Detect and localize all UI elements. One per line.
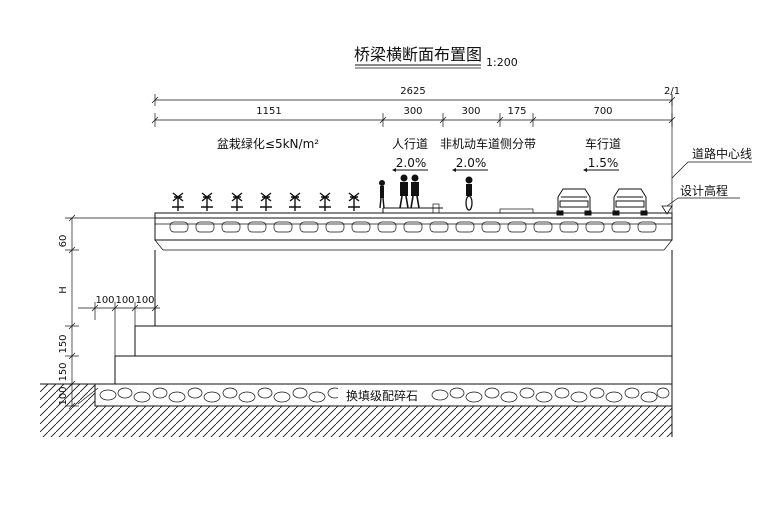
slope-nonmotor: 2.0% [452,156,488,172]
deck-voids [169,221,657,233]
zone-sidewalk-label: 人行道 [392,137,428,151]
drawing-title: 桥梁横断面布置图 [354,45,482,64]
dim-left-step1: 150 [58,334,69,353]
planter-5 [289,192,301,211]
dim-offset-2: 100 [115,295,134,306]
bridge-deck [154,212,673,251]
design-elevation-label: 设计高程 [680,183,728,198]
slope-carriageway-value: 1.5% [588,156,619,170]
slope-carriageway: 1.5% [583,156,619,172]
planter-4 [260,192,272,211]
dim-seg-3: 300 [461,106,480,117]
dim-left: 60 H 150 150 100 [58,214,155,410]
pedestrian-3 [410,174,420,209]
planter-7 [348,192,360,211]
sidewalk-curb [382,203,534,214]
zone-planter-label: 盆栽绿化≤5kN/m² [217,136,319,151]
dim-offset-3: 100 [135,295,154,306]
dim-seg-4: 175 [507,106,526,117]
planter-3 [231,192,243,211]
dim-seg-1: 1151 [256,106,281,117]
centerline-callout: 道路中心线 [671,95,752,215]
dim-offset-1: 100 [95,295,114,306]
cyclist-icon [465,176,473,211]
drawing-scale: 1:200 [486,56,518,69]
dim-offsets: 100 100 100 [78,295,160,356]
zone-median-label: 侧分带 [500,137,536,151]
planter-6 [319,192,331,211]
dim-left-step2: 150 [58,362,69,381]
gravel-bed: 换填级配碎石 [94,383,673,407]
car-icons [556,188,648,216]
slope-nonmotor-value: 2.0% [456,156,487,170]
zone-nonmotor-label: 非机动车道 [440,136,500,151]
car-1 [556,188,592,216]
pedestrian-1 [379,180,385,209]
dim-segments: 1151 300 300 175 700 [151,106,676,127]
design-elevation-callout: 设计高程 [661,183,740,215]
slope-sidewalk: 2.0% [392,156,428,172]
centerline-label: 道路中心线 [692,146,752,161]
car-2 [612,188,648,216]
zone-carriageway-label: 车行道 [585,136,621,151]
dim-left-deck: 60 [58,235,69,248]
dim-seg-2: 300 [403,106,422,117]
gravel-label: 换填级配碎石 [346,388,418,403]
dim-left-base: 100 [58,386,69,405]
dim-half-value: 2/1 [664,86,680,97]
dim-total-value: 2625 [400,86,425,97]
pedestrian-icons [379,174,420,209]
dim-seg-5: 700 [593,106,612,117]
slope-sidewalk-value: 2.0% [396,156,427,170]
dim-left-height: H [58,286,69,294]
pedestrian-2 [399,174,409,209]
planter-row [172,192,360,211]
planter-2 [201,192,213,211]
dim-total: 2625 2/1 [151,86,680,106]
planter-1 [172,192,184,211]
